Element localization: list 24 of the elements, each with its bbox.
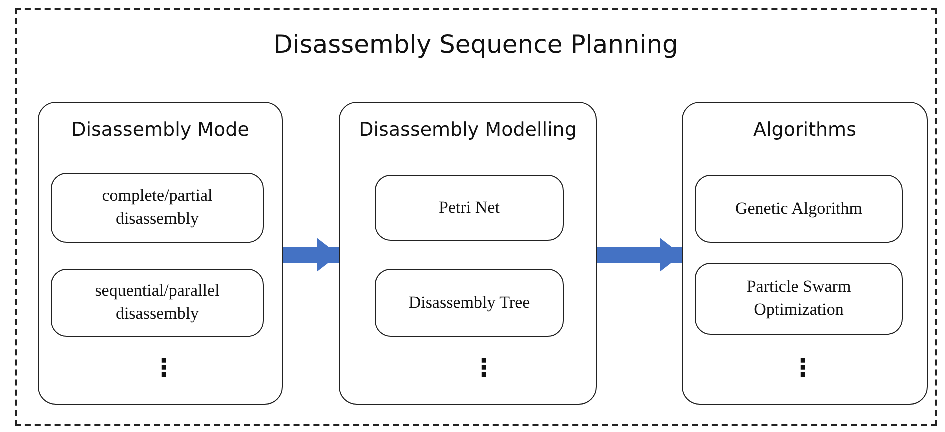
item-label: Disassembly Tree [408, 292, 532, 314]
item-box [51, 269, 264, 337]
ellipsis-mark: ⋮ [472, 356, 496, 380]
item-label: sequential/parallel disassembly [94, 280, 221, 325]
item-box [51, 173, 264, 243]
group-panel [682, 102, 928, 405]
item-label: complete/partial disassembly [101, 185, 214, 230]
item-box [695, 263, 903, 335]
item-label: Petri Net [438, 196, 501, 219]
arrow [597, 238, 682, 272]
item-label: Genetic Algorithm [734, 198, 864, 220]
panel-heading: Algorithms [752, 119, 858, 141]
group-panel [38, 102, 283, 405]
item-box [375, 269, 564, 337]
arrow [283, 238, 339, 272]
panel-heading: Disassembly Modelling [358, 119, 578, 141]
item-label: Particle Swarm Optimization [746, 276, 852, 321]
ellipsis-mark: ⋮ [152, 356, 176, 380]
panel-heading: Disassembly Mode [70, 119, 250, 141]
diagram-title: Disassembly Sequence Planning [272, 30, 680, 59]
ellipsis-mark: ⋮ [791, 356, 815, 380]
item-box [695, 175, 903, 243]
group-panel [339, 102, 597, 405]
item-box [375, 175, 564, 241]
